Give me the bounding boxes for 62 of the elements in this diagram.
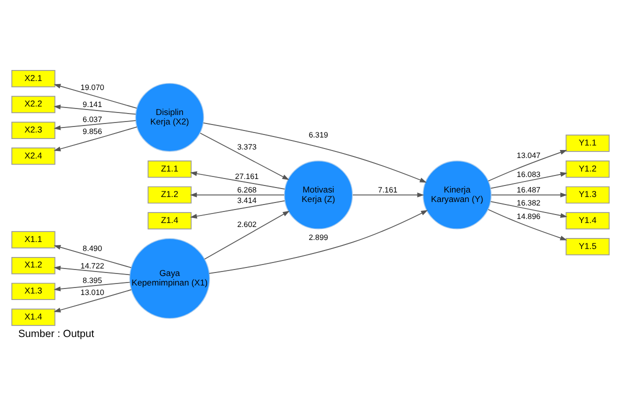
arrow (490, 171, 568, 188)
edge-label: 13.010 (80, 288, 104, 297)
arrow (491, 192, 568, 197)
arrow (54, 281, 130, 291)
arrow (54, 104, 136, 114)
edge-label: 13.047 (516, 150, 540, 160)
arrow (490, 200, 568, 218)
arrow (488, 208, 568, 240)
arrow (190, 170, 286, 189)
node-box: X1.3 (11, 282, 56, 300)
node-box: Z1.2 (148, 186, 192, 204)
edge-label: 19.070 (80, 82, 104, 92)
node-box: Y1.4 (566, 212, 610, 229)
edge-label: 2.899 (308, 232, 328, 242)
edge-label: 9.141 (82, 100, 102, 109)
edge-label: 6.268 (237, 185, 257, 194)
arrow (54, 83, 138, 108)
arrow (190, 192, 285, 197)
node-box: Y1.5 (566, 238, 610, 255)
node-box: X2.3 (11, 121, 56, 138)
edge-label: 7.161 (378, 185, 398, 194)
arrow (54, 288, 132, 312)
edge-label: 2.602 (237, 219, 257, 228)
node-box: Y1.3 (566, 186, 610, 204)
edge-label: 6.037 (82, 114, 102, 124)
edge-label: 9.856 (82, 126, 102, 136)
node-box: Y1.1 (566, 134, 610, 152)
node-circle: Disiplin Kerja (X2) (135, 82, 204, 152)
node-box: Z1.4 (148, 212, 192, 229)
edge-label: 3.414 (237, 195, 257, 204)
node-circle: Kinerja Karyawan (Y) (422, 160, 492, 229)
edge-label: 14.722 (80, 260, 104, 270)
edge-label: 16.382 (516, 198, 540, 207)
edge-label: 16.083 (516, 170, 540, 179)
arrow (204, 210, 290, 260)
arrow (200, 132, 290, 180)
node-box: X2.2 (11, 95, 56, 113)
arrow (208, 210, 428, 274)
edge-label: 3.373 (237, 142, 257, 151)
node-box: Z1.1 (148, 160, 192, 178)
edge-label: 8.490 (82, 244, 102, 253)
arrow (54, 120, 136, 130)
edge-label: 6.319 (308, 130, 328, 139)
arrow (54, 126, 138, 151)
arrow (202, 122, 427, 182)
caption: Sumber : Output (18, 328, 94, 340)
edge-label: 16.487 (516, 185, 540, 194)
node-box: Y1.2 (566, 160, 610, 178)
edge-label: 14.896 (516, 212, 540, 221)
arrow (488, 150, 568, 181)
node-box: X2.4 (11, 147, 56, 164)
node-box: X2.1 (11, 70, 56, 87)
node-circle: Gaya Kepemimpinan (X1) (129, 238, 210, 318)
arrow (352, 192, 424, 197)
edge-label: 8.395 (82, 275, 102, 284)
node-box: X1.1 (11, 230, 56, 248)
node-box: X1.2 (11, 256, 56, 274)
arrow (54, 265, 130, 275)
node-box: X1.4 (11, 308, 56, 326)
edge-label: 27.161 (235, 171, 259, 180)
arrow (54, 244, 132, 268)
arrow (190, 200, 286, 218)
